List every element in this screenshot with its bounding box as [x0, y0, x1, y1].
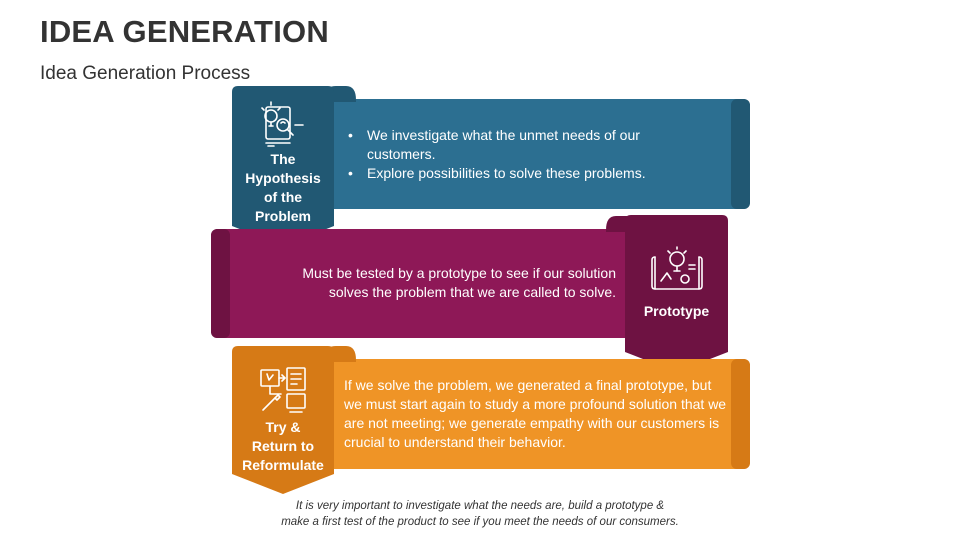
step-3-label: Try & Return to Reformulate: [232, 418, 334, 475]
footer-line-1: It is very important to investigate what…: [295, 500, 665, 512]
step-1-bullet: We investigate what the unmet needs of o…: [346, 126, 676, 164]
blueprint-lightbulb-icon: [651, 246, 703, 290]
step-3-label-line: Try &: [265, 419, 301, 435]
page-title: IDEA GENERATION: [40, 14, 329, 49]
page-subtitle: Idea Generation Process: [40, 63, 251, 84]
step-2-tab: [625, 215, 728, 372]
step-1-label: The Hypothesis of the Problem: [232, 150, 334, 226]
step-1-bullets: We investigate what the unmet needs of o…: [346, 126, 676, 183]
step-3-tab: [232, 346, 334, 494]
step-3-label-line: Reformulate: [242, 457, 324, 473]
step-2-banner: [211, 229, 636, 338]
step-3-banner: [318, 359, 750, 469]
step-1-label-line: Problem: [254, 208, 311, 224]
step-3-text: If we solve the problem, we generated a …: [344, 377, 727, 450]
footer-note: It is very important to investigate what…: [0, 498, 960, 530]
step-1-label-line: Hypothesis: [245, 170, 321, 186]
step-1-label-line: The: [270, 151, 296, 167]
step-1-tab: [232, 86, 334, 246]
workflow-iteration-icon: [260, 367, 306, 413]
step-2-text: Must be tested by a prototype to see if …: [302, 265, 616, 300]
lightbulb-magnifier-icon: [261, 101, 304, 147]
step-2-label-line: Prototype: [643, 303, 710, 319]
step-1-bullet: Explore possibilities to solve these pro…: [346, 164, 676, 183]
step-2-label: Prototype: [625, 302, 728, 321]
step-1-label-line: of the: [263, 189, 303, 205]
footer-line-2: make a first test of the product to see …: [281, 516, 679, 528]
step-3-label-line: Return to: [251, 438, 315, 454]
